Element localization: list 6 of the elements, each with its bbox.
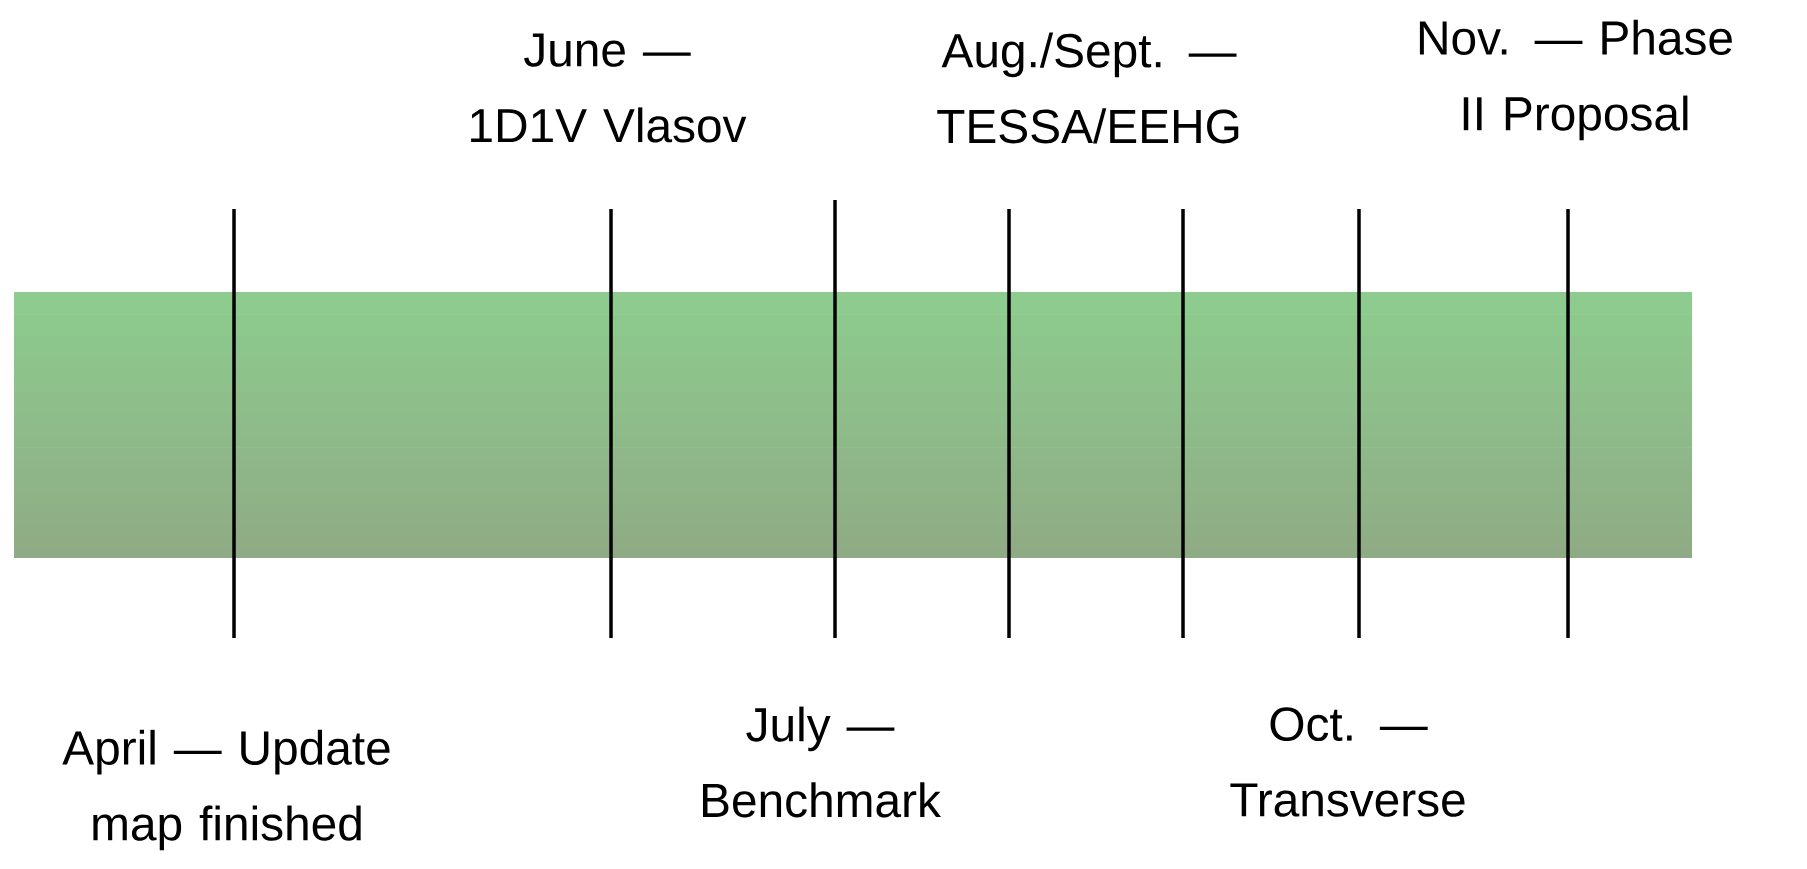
milestone-label: June — 1D1V Vlasov bbox=[471, 33, 747, 143]
milestone-label: Aug./Sept. — TESSA/EEHG bbox=[937, 32, 1239, 144]
milestone-label: Oct. — Transverse bbox=[1230, 707, 1465, 817]
milestone-label: Nov. — Phase II Proposal bbox=[1419, 19, 1732, 141]
milestone-label: April — Update map finished bbox=[62, 729, 390, 851]
milestone-label: July — Benchmark bbox=[703, 706, 941, 818]
